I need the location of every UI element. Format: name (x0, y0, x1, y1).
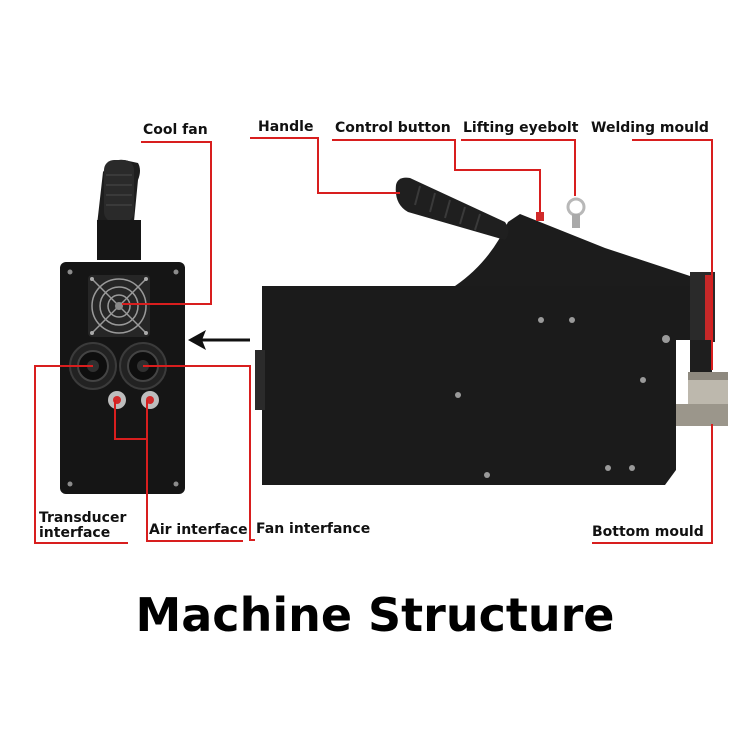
lifting-eyebolt-part (566, 197, 586, 228)
label-control-button: Control button (335, 120, 451, 136)
front-plate (255, 350, 265, 410)
handle-grip (104, 160, 134, 222)
control-button-part (536, 212, 544, 221)
leader-control-button (332, 139, 541, 212)
handle-mount (97, 220, 141, 260)
leader-transducer (34, 365, 128, 544)
leader-lifting-eyebolt (461, 139, 576, 196)
leader-welding-mould (632, 139, 713, 370)
label-bottom-mould: Bottom mould (592, 524, 704, 540)
leader-cool-fan (122, 141, 212, 305)
cool-fan-grille (88, 275, 150, 337)
direction-arrow (188, 330, 250, 350)
label-cool-fan: Cool fan (143, 122, 208, 138)
leader-bottom-mould (592, 424, 713, 544)
leader-air-interface-b (114, 400, 147, 440)
label-lifting-eyebolt: Lifting eyebolt (463, 120, 579, 136)
label-transducer-line1: Transducer (39, 510, 127, 526)
label-handle: Handle (258, 119, 314, 135)
diagram-title: Machine Structure (135, 588, 615, 642)
leader-air-interface (146, 400, 243, 542)
machine-side-view (255, 177, 728, 485)
leader-handle (250, 137, 400, 194)
top-handle (395, 177, 509, 240)
label-transducer-line2: interface (39, 525, 111, 541)
main-housing (262, 286, 690, 485)
welding-mould-part (690, 272, 715, 372)
label-fan-interface: Fan interfance (256, 521, 371, 537)
label-welding-mould: Welding mould (591, 120, 709, 136)
label-air-interface: Air interface (149, 522, 248, 538)
label-transducer-interface: Transducer interface (39, 511, 126, 541)
back-panel-view (60, 159, 185, 494)
upper-housing (455, 214, 690, 286)
bottom-mould-part (676, 372, 728, 426)
leader-lines (34, 137, 713, 544)
leader-fan-interface (143, 365, 255, 541)
